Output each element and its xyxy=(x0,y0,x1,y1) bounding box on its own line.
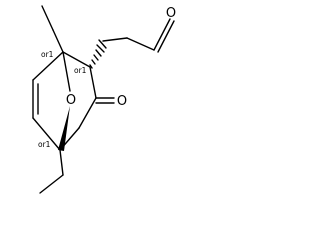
bond-side-chain-ch2 xyxy=(102,37,128,42)
molecule-structure: O O O or1 or1 or1 xyxy=(32,5,176,194)
bond-ethyl-top-ch3 xyxy=(41,5,54,31)
wedge-bottom-bridgehead-oxygen xyxy=(58,106,70,151)
bond-ethyl-top-ch2 xyxy=(52,29,64,53)
ketone-oxygen-label: O xyxy=(117,94,127,109)
bond-ch2-bottom-bridgehead xyxy=(59,127,80,151)
bond-top-bridgehead-ring-carbon xyxy=(62,51,91,68)
hashed-wedge-side-chain xyxy=(89,39,107,69)
aldehyde-oxygen-label: O xyxy=(166,6,176,21)
stereo-label-bridgehead-top: or1 xyxy=(41,50,54,59)
bond-top-bridgehead-vinyl xyxy=(32,51,64,81)
bond-vinyl-bottom-bridgehead xyxy=(32,117,61,151)
bond-carbonyl-ch2 xyxy=(78,97,97,129)
stereo-label-ring-carbon: or1 xyxy=(74,66,87,75)
stereo-label-bridgehead-bottom: or1 xyxy=(38,140,51,149)
bond-top-bridgehead-oxygen xyxy=(62,51,71,92)
bond-ethyl-bottom-ch2 xyxy=(59,149,64,176)
bond-ring-carbon-carbonyl xyxy=(89,66,97,99)
bond-aldehyde-double-b xyxy=(157,20,175,53)
bond-ethyl-bottom-ch3 xyxy=(39,174,64,194)
bond-aldehyde-double-a xyxy=(153,18,171,51)
bond-side-chain-cho xyxy=(126,37,155,51)
bridge-oxygen-label: O xyxy=(66,93,76,108)
